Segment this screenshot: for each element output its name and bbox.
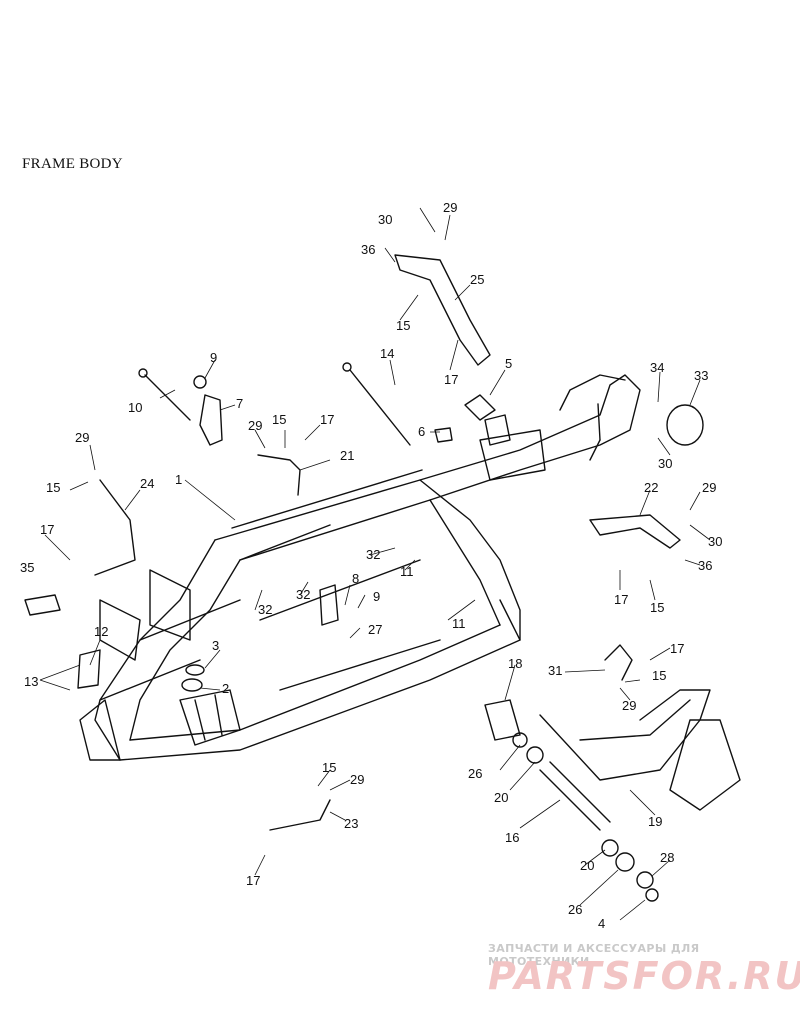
callout-label: 13: [24, 674, 38, 689]
callout-label: 15: [396, 318, 410, 333]
callout-label: 29: [350, 772, 364, 787]
callout-label: 15: [650, 600, 664, 615]
callout-label: 11: [452, 616, 466, 631]
callout-label: 18: [508, 656, 522, 671]
shaft-16: [539, 769, 601, 831]
callout-label: 15: [652, 668, 666, 683]
callout-label: 32: [296, 587, 310, 602]
callout-label: 7: [236, 396, 243, 411]
callout-label: 11: [400, 564, 414, 579]
callout-label: 9: [210, 350, 217, 365]
callout-label: 31: [548, 663, 562, 678]
callout-label: 14: [380, 346, 394, 361]
callout-label: 22: [644, 480, 658, 495]
callout-label: 29: [248, 418, 262, 433]
plate-35: [24, 594, 61, 616]
callout-label: 17: [614, 592, 628, 607]
sleeve-18: [484, 699, 521, 741]
clamp-31: [604, 644, 633, 681]
bracket-22: [589, 514, 681, 549]
callout-label: 30: [378, 212, 392, 227]
callout-label: 35: [20, 560, 34, 575]
callout-label: 32: [258, 602, 272, 617]
callout-label: 16: [505, 830, 519, 845]
callout-label: 17: [320, 412, 334, 427]
callout-label: 21: [340, 448, 354, 463]
callout-label: 15: [46, 480, 60, 495]
callout-label: 1: [175, 472, 182, 487]
callout-label: 36: [361, 242, 375, 257]
callout-label: 17: [670, 641, 684, 656]
callout-label: 25: [470, 272, 484, 287]
callout-label: 15: [272, 412, 286, 427]
callout-label: 4: [598, 916, 605, 931]
diagram-title: FRAME BODY: [22, 156, 123, 172]
callout-label: 8: [352, 571, 359, 586]
callout-label: 29: [443, 200, 457, 215]
bracket-7: [199, 394, 223, 446]
rod-23: [269, 799, 331, 831]
callout-label: 26: [468, 766, 482, 781]
callout-label: 17: [246, 873, 260, 888]
callout-label: 33: [694, 368, 708, 383]
callout-label: 3: [212, 638, 219, 653]
callout-label: 9: [373, 589, 380, 604]
callout-label: 17: [40, 522, 54, 537]
bolt-14: [349, 369, 411, 446]
callout-label: 34: [650, 360, 664, 375]
callout-label: 2: [222, 681, 229, 696]
callout-label: 10: [128, 400, 142, 415]
callout-label: 19: [648, 814, 662, 829]
callout-label: 17: [444, 372, 458, 387]
callout-label: 24: [140, 476, 154, 491]
frame-upper-rail: [214, 374, 641, 561]
callout-label: 23: [344, 816, 358, 831]
bracket-25: [394, 254, 491, 366]
callout-label: 20: [580, 858, 594, 873]
callout-label: 36: [698, 558, 712, 573]
bolt-10: [144, 374, 191, 421]
callout-label: 30: [658, 456, 672, 471]
callout-label: 32: [366, 547, 380, 562]
plate-8: [319, 584, 339, 626]
watermark-caption: ЗАПЧАСТИ И АКСЕССУАРЫ ДЛЯ МОТОТЕХНИКИ: [488, 942, 700, 968]
frame-front-tube: [94, 539, 216, 761]
cap-33: [666, 404, 704, 446]
callout-label: 29: [702, 480, 716, 495]
callout-label: 27: [368, 622, 382, 637]
pipe-24: [94, 479, 136, 576]
pipe-21: [257, 454, 301, 496]
callout-label: 29: [75, 430, 89, 445]
watermark-logo: PARTSFOR.RU: [488, 954, 800, 998]
frame-lower-rail: [119, 599, 521, 761]
callout-label: 29: [622, 698, 636, 713]
callout-label: 20: [494, 790, 508, 805]
callout-label: 5: [505, 356, 512, 371]
callout-label: 28: [660, 850, 674, 865]
engine-mount: [179, 689, 241, 746]
callout-label: 15: [322, 760, 336, 775]
callout-label: 6: [418, 424, 425, 439]
callout-label: 30: [708, 534, 722, 549]
callout-label: 26: [568, 902, 582, 917]
callout-label: 12: [94, 624, 108, 639]
